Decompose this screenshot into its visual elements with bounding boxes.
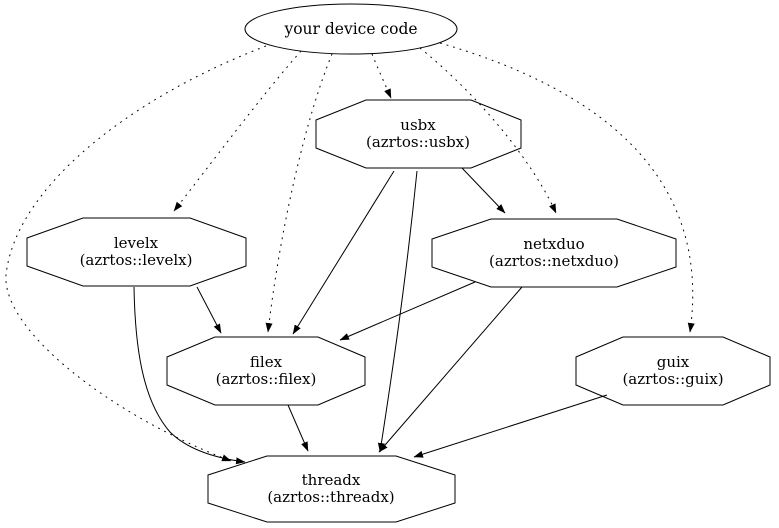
edges <box>5 42 695 465</box>
edge-device-guix <box>439 42 695 333</box>
edge-device-levelx <box>173 50 302 212</box>
edge-device-netxduo <box>419 47 557 214</box>
device-code-ellipse <box>244 3 458 55</box>
usbx-octagon <box>315 99 522 169</box>
node-usbx: usbx (azrtos::usbx) <box>315 99 522 169</box>
usbx-subtitle: (azrtos::usbx) <box>366 133 470 151</box>
levelx-octagon <box>26 217 247 287</box>
device-code-label: your device code <box>283 20 417 38</box>
netxduo-title: netxduo <box>523 235 584 253</box>
filex-octagon <box>166 336 366 406</box>
guix-subtitle: (azrtos::guix) <box>622 370 723 388</box>
edge-filex-threadx <box>287 404 309 452</box>
levelx-subtitle: (azrtos::levelx) <box>80 251 193 269</box>
filex-title: filex <box>250 353 283 371</box>
netxduo-subtitle: (azrtos::netxduo) <box>489 252 619 270</box>
node-guix: guix (azrtos::guix) <box>575 336 771 406</box>
threadx-subtitle: (azrtos::threadx) <box>267 488 394 506</box>
guix-title: guix <box>657 353 690 371</box>
edge-levelx-threadx <box>133 286 246 465</box>
edge-device-filex <box>265 53 333 333</box>
levelx-title: levelx <box>114 234 159 252</box>
edge-netxduo-threadx <box>378 286 523 453</box>
edge-usbx-filex <box>292 170 395 335</box>
threadx-title: threadx <box>302 471 361 489</box>
node-filex: filex (azrtos::filex) <box>166 336 366 406</box>
edge-guix-threadx <box>413 394 608 458</box>
filex-subtitle: (azrtos::filex) <box>216 370 317 388</box>
edge-device-threadx <box>5 45 267 462</box>
edge-netxduo-filex <box>339 281 476 341</box>
usbx-title: usbx <box>400 116 436 134</box>
threadx-octagon <box>207 455 456 523</box>
edge-device-usbx <box>371 53 392 99</box>
edge-usbx-threadx <box>377 170 418 453</box>
node-threadx: threadx (azrtos::threadx) <box>207 455 456 523</box>
node-levelx: levelx (azrtos::levelx) <box>26 217 247 287</box>
edge-usbx-netxduo <box>461 167 506 214</box>
node-device-code: your device code <box>244 3 458 55</box>
node-netxduo: netxduo (azrtos::netxduo) <box>431 218 677 288</box>
netxduo-octagon <box>431 218 677 288</box>
guix-octagon <box>575 336 771 406</box>
edge-levelx-filex <box>196 286 222 334</box>
